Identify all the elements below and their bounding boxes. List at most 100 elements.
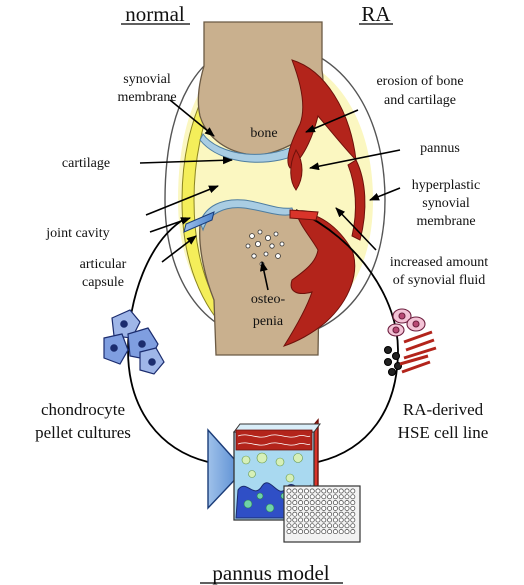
- plate-well: [303, 511, 309, 517]
- plate-well: [298, 529, 304, 535]
- plate-well: [303, 488, 309, 494]
- plate-well: [350, 529, 356, 535]
- chondrocyte-cells-icon: [103, 309, 165, 375]
- hyperplastic-membrane: [347, 159, 366, 241]
- plate-well: [338, 529, 344, 535]
- plate-well: [327, 529, 333, 535]
- plate-well: [315, 517, 321, 523]
- plate-well: [332, 505, 338, 511]
- label-erosion-1: erosion of bone: [376, 74, 463, 89]
- label-synovial-membrane-2: membrane: [117, 90, 176, 105]
- plate-well: [338, 505, 344, 511]
- plate-well: [315, 494, 321, 500]
- plate-well: [292, 511, 298, 517]
- plate-well: [321, 488, 327, 494]
- plate-well: [309, 505, 315, 511]
- plate-well: [338, 500, 344, 506]
- plate-well: [292, 505, 298, 511]
- plate-well: [321, 523, 327, 529]
- plate-well: [309, 517, 315, 523]
- plate-well: [286, 505, 292, 511]
- label-hyperplastic-3: membrane: [416, 214, 475, 229]
- plate-well: [332, 517, 338, 523]
- plate-well: [303, 529, 309, 535]
- label-synovial-membrane-1: synovial: [123, 72, 171, 87]
- plate-well: [286, 517, 292, 523]
- plate-well: [327, 505, 333, 511]
- osteopenia-specks: [245, 229, 285, 267]
- label-bone: bone: [250, 126, 277, 141]
- leader-arrows: [139, 99, 401, 291]
- plate-well: [309, 500, 315, 506]
- label-hyperplastic-2: synovial: [422, 196, 470, 211]
- plate-well: [344, 523, 350, 529]
- label-ra-derived-2: HSE cell line: [398, 423, 489, 442]
- label-articular-capsule-1: articular: [80, 257, 127, 272]
- plate-well: [315, 500, 321, 506]
- plate-well: [321, 517, 327, 523]
- plate-well: [350, 500, 356, 506]
- plate-well: [321, 500, 327, 506]
- plate-well: [292, 517, 298, 523]
- plate-well: [315, 529, 321, 535]
- erosion-notch: [290, 149, 303, 191]
- plate-well: [338, 494, 344, 500]
- plate-well: [321, 529, 327, 535]
- plate-well: [338, 517, 344, 523]
- plate-well: [309, 511, 315, 517]
- plate-well: [327, 511, 333, 517]
- plate-well: [298, 494, 304, 500]
- plate-well: [350, 517, 356, 523]
- plate-well: [292, 529, 298, 535]
- ra-arrow-shaft: [289, 209, 319, 221]
- plate-well: [344, 500, 350, 506]
- plate-well: [315, 511, 321, 517]
- plate-well: [298, 500, 304, 506]
- plate-well: [309, 523, 315, 529]
- plate-well: [292, 500, 298, 506]
- plate-well: [350, 505, 356, 511]
- ra-heading: RA: [361, 2, 391, 26]
- plate-well: [332, 494, 338, 500]
- plate-well: [350, 488, 356, 494]
- plate-well: [298, 488, 304, 494]
- plate-well: [344, 511, 350, 517]
- plate-well: [332, 488, 338, 494]
- chondrocyte-arrow-shaft: [183, 211, 215, 233]
- plate-well: [344, 488, 350, 494]
- plate-well: [321, 505, 327, 511]
- label-pannus: pannus: [420, 141, 460, 156]
- normal-heading: normal: [125, 2, 185, 26]
- label-joint-cavity: joint cavity: [45, 226, 109, 241]
- plate-well: [327, 523, 333, 529]
- pannus-model-heading: pannus model: [212, 561, 329, 585]
- label-articular-capsule-2: capsule: [82, 275, 124, 290]
- plate-well: [332, 511, 338, 517]
- plate-well: [332, 500, 338, 506]
- plate-well: [315, 505, 321, 511]
- plate-well: [344, 517, 350, 523]
- plate-well: [286, 488, 292, 494]
- plate-well: [292, 494, 298, 500]
- plate-well: [332, 523, 338, 529]
- label-fluid-1: increased amount: [390, 255, 488, 270]
- plate-well: [286, 523, 292, 529]
- plate-well: [327, 494, 333, 500]
- plate-well: [321, 494, 327, 500]
- plate-well: [292, 523, 298, 529]
- plate-well: [344, 529, 350, 535]
- plate-well: [332, 529, 338, 535]
- plate-well: [315, 488, 321, 494]
- label-chondrocyte-1: chondrocyte: [41, 400, 125, 419]
- ra-cycle-arrow: [295, 209, 399, 463]
- label-osteopenia-1: osteo-: [251, 292, 286, 307]
- plate-well: [286, 529, 292, 535]
- plate-well: [286, 494, 292, 500]
- label-hyperplastic-1: hyperplastic: [412, 178, 480, 193]
- plate-well: [303, 500, 309, 506]
- plate-well: [327, 488, 333, 494]
- plate-well: [298, 523, 304, 529]
- plate-well: [344, 494, 350, 500]
- plate-well: [338, 523, 344, 529]
- plate-well: [286, 511, 292, 517]
